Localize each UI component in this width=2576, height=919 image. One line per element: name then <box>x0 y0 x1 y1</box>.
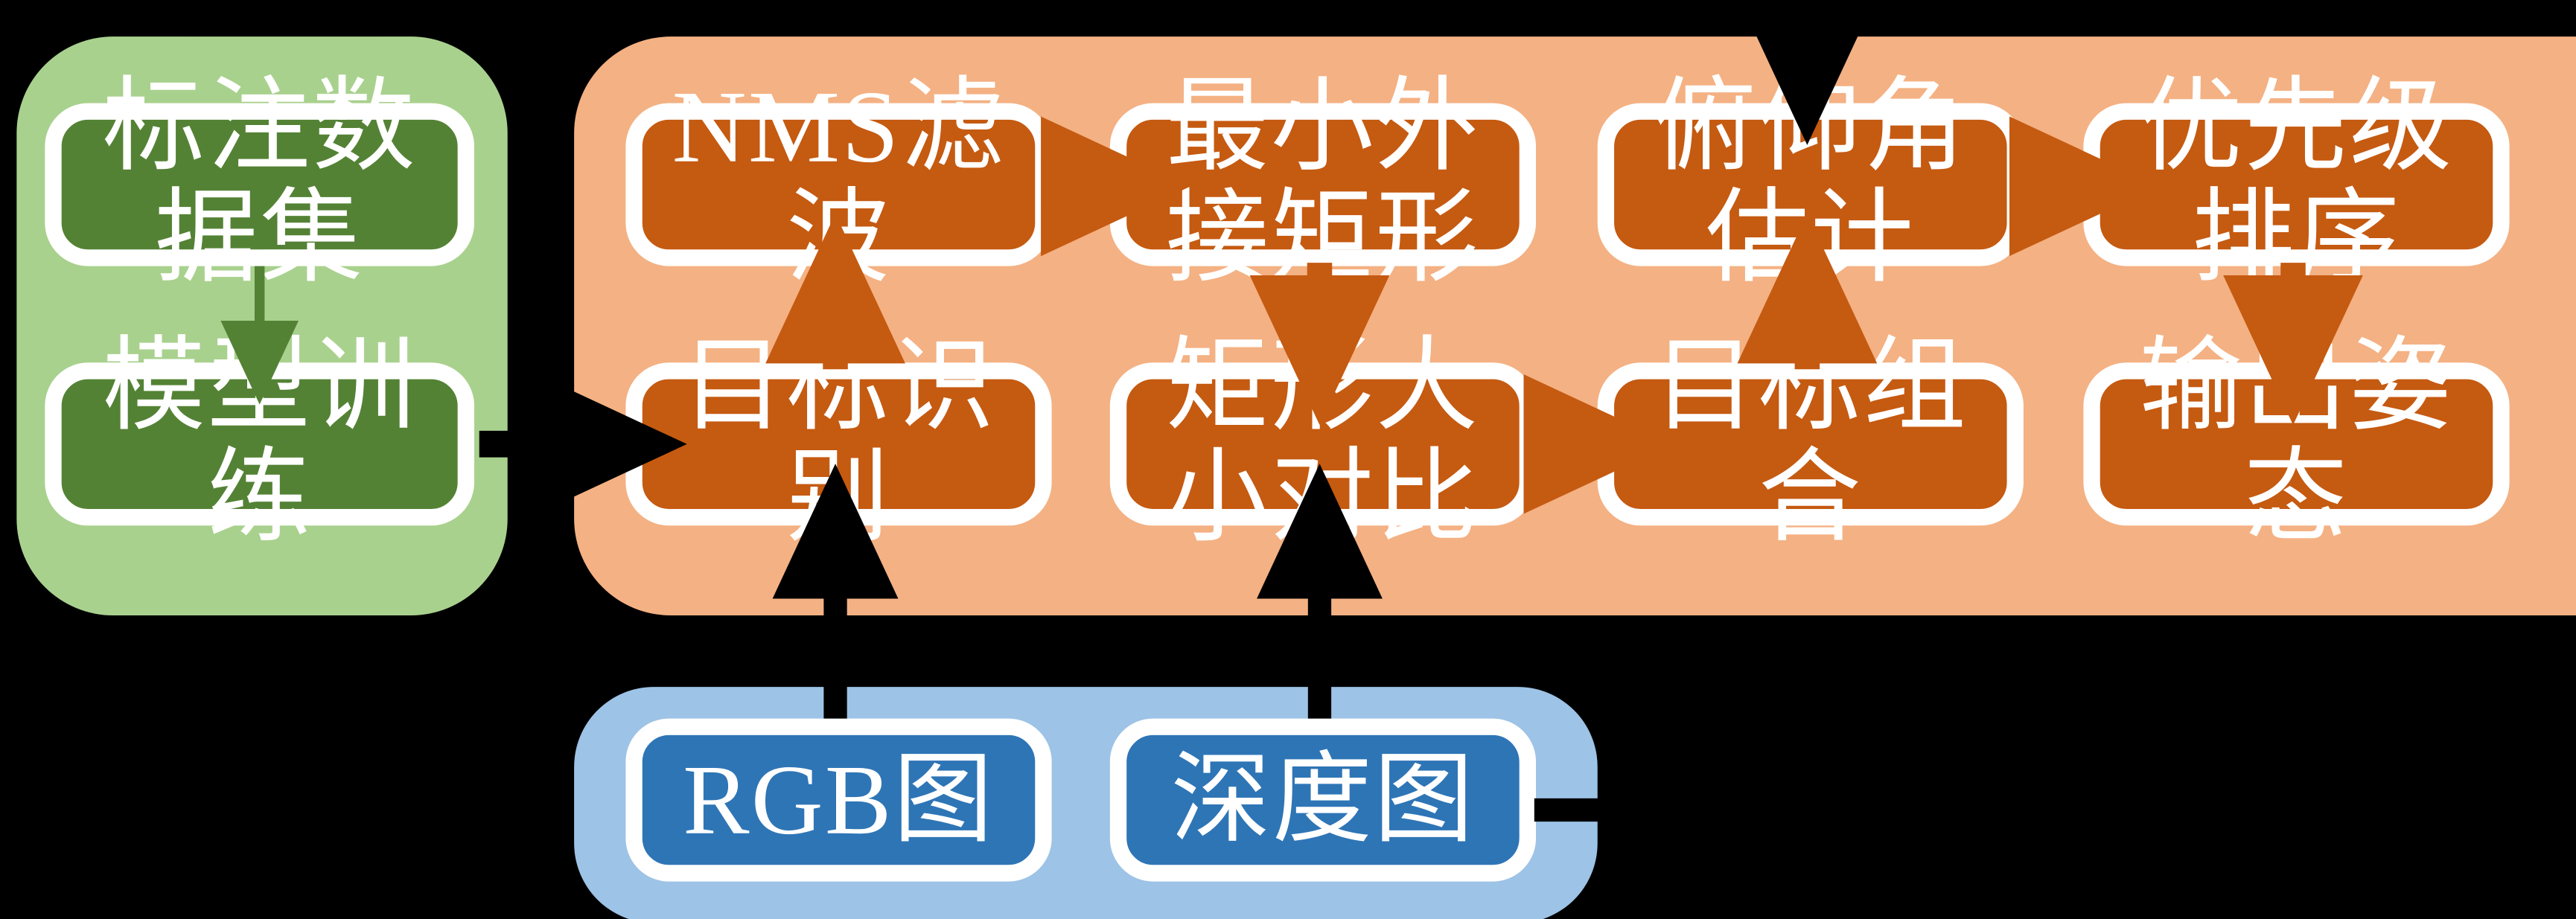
node-rect-size-compare[interactable]: 矩形大小对比 <box>1109 332 1537 554</box>
node-pitch-estimation-label: 俯仰角估计 <box>1653 71 1968 296</box>
node-rgb-image[interactable]: RGB图 <box>625 718 1052 882</box>
node-model-training[interactable]: 模型训练 <box>45 332 475 554</box>
node-depth-image-label: 深度图 <box>1170 744 1476 854</box>
node-output-pose-label: 输出姿态 <box>2139 330 2454 556</box>
node-annotated-dataset-label: 标注数据集 <box>102 71 417 296</box>
node-nms-filter[interactable]: NMS滤波 <box>625 72 1052 295</box>
node-object-detection[interactable]: 目标识别 <box>625 332 1052 554</box>
node-rect-size-compare-label: 矩形大小对比 <box>1165 330 1481 556</box>
node-rgb-image-label: RGB图 <box>683 744 995 854</box>
node-object-detection-label: 目标识别 <box>681 330 996 556</box>
node-model-training-label: 模型训练 <box>102 330 417 556</box>
node-depth-image[interactable]: 深度图 <box>1109 718 1537 882</box>
node-priority-sorting[interactable]: 优先级排序 <box>2083 72 2510 295</box>
node-priority-sorting-label: 优先级排序 <box>2139 71 2454 296</box>
node-output-pose[interactable]: 输出姿态 <box>2083 332 2510 554</box>
node-object-combination[interactable]: 目标组合 <box>1597 332 2024 554</box>
node-object-combination-label: 目标组合 <box>1653 330 1968 556</box>
node-pitch-estimation[interactable]: 俯仰角估计 <box>1597 72 2024 295</box>
node-min-bounding-rect-label: 最小外接矩形 <box>1165 71 1481 296</box>
node-nms-filter-label: NMS滤波 <box>672 71 1006 296</box>
node-annotated-dataset[interactable]: 标注数据集 <box>45 72 475 295</box>
node-min-bounding-rect[interactable]: 最小外接矩形 <box>1109 72 1537 295</box>
